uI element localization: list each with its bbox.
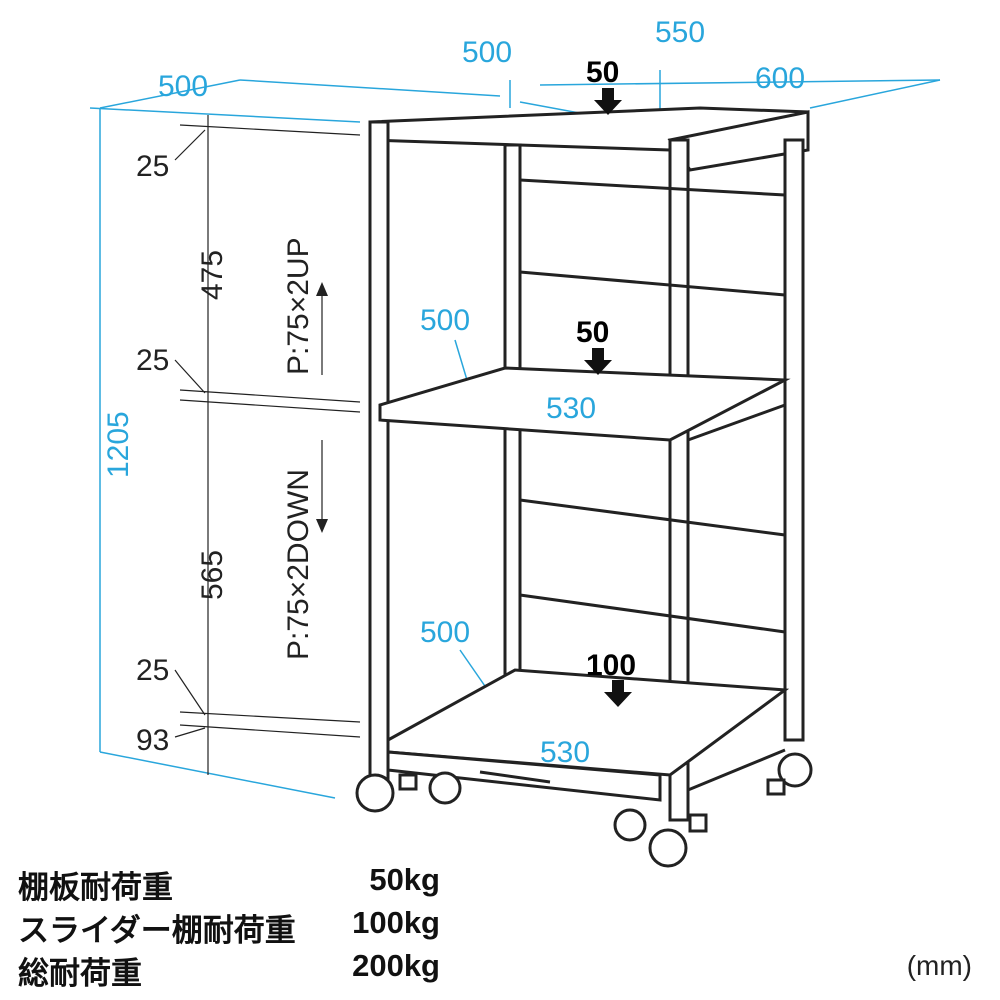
slider-width-label: 530 <box>540 736 590 769</box>
top-load-label: 50 <box>586 56 619 89</box>
top-inner-width-label: 500 <box>462 36 512 69</box>
gap-mid-label: 25 <box>136 344 169 377</box>
slider-depth-label: 500 <box>420 616 470 649</box>
top-outer-width-label: 600 <box>755 62 805 95</box>
mid-shelf-depth-label: 500 <box>420 304 470 337</box>
load-arrow-icon <box>584 348 612 375</box>
load-arrow-icon <box>604 680 632 707</box>
base-height-label: 93 <box>136 724 169 757</box>
mid-shelf-load-label: 50 <box>576 316 609 349</box>
top-mid-width-label: 550 <box>655 16 705 49</box>
mid-shelf-width-label: 530 <box>546 392 596 425</box>
lower-height-label: 565 <box>196 550 229 600</box>
top-left-depth-label: 500 <box>158 70 208 103</box>
arrow-up-icon <box>316 282 328 296</box>
rack-frame <box>368 106 810 822</box>
casters <box>355 752 813 868</box>
spec-label-total-load: 総耐荷重 <box>18 956 142 992</box>
total-height-label: 1205 <box>102 411 135 478</box>
pitch-down-label: P:75×2DOWN <box>282 469 315 660</box>
height-dimension-lines <box>174 115 361 775</box>
pitch-up-label: P:75×2UP <box>282 237 315 375</box>
slider-load-label: 100 <box>586 649 636 682</box>
arrow-down-icon <box>316 519 328 533</box>
spec-label-slider-load: スライダー棚耐荷重 <box>18 913 296 949</box>
spec-value-shelf-load: 50kg <box>369 862 440 897</box>
gap-top-label: 25 <box>136 150 169 183</box>
gap-low-label: 25 <box>136 654 169 687</box>
spec-label-shelf-load: 棚板耐荷重 <box>18 870 173 906</box>
spec-value-slider-load: 100kg <box>352 905 440 940</box>
spec-value-total-load: 200kg <box>352 948 440 983</box>
load-arrow-icon <box>594 88 622 115</box>
upper-height-label: 475 <box>196 250 229 300</box>
unit-label: (mm) <box>906 950 972 981</box>
